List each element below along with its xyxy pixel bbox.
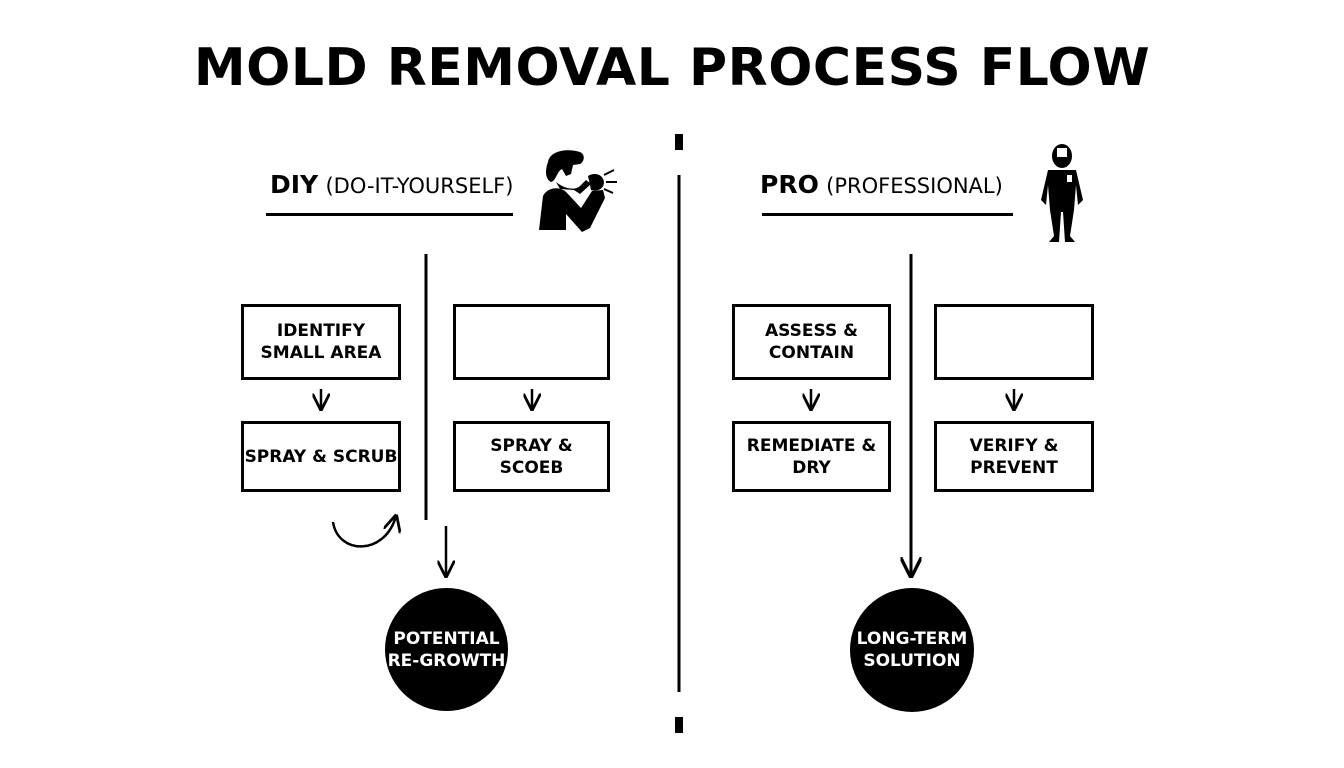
pro-heading: PRO (PROFESSIONAL) [760, 170, 1003, 199]
diy-step-identify: IDENTIFY SMALL AREA [241, 304, 401, 380]
pro-step-remediate-dry: REMEDIATE & DRY [732, 421, 891, 492]
diy-heading-underline [266, 213, 513, 216]
diy-step-spray-scrub: SPRAY & SCRUB [241, 421, 401, 492]
pro-heading-rest: (PROFESSIONAL) [826, 174, 1003, 198]
divider-top-cap [675, 134, 683, 150]
pro-outcome: LONG-TERM SOLUTION [850, 588, 974, 712]
diy-step-spray-scoeb: SPRAY & SCOEB [453, 421, 610, 492]
diy-heading: DIY (DO-IT-YOURSELF) [270, 170, 513, 199]
pro-step-verify-prevent: VERIFY & PREVENT [934, 421, 1094, 492]
diy-loop-arrow [331, 516, 396, 548]
page-title: MOLD REMOVAL PROCESS FLOW [193, 38, 1151, 98]
divider-bottom-cap [675, 717, 683, 733]
diy-step-blank [453, 304, 610, 380]
diy-heading-rest: (DO-IT-YOURSELF) [325, 174, 514, 198]
pro-heading-underline [762, 213, 1013, 216]
pro-heading-strong: PRO [760, 170, 819, 199]
diy-outcome: POTENTIAL RE-GROWTH [385, 588, 508, 711]
pro-step-assess-contain: ASSESS & CONTAIN [732, 304, 891, 380]
pro-step-blank [934, 304, 1094, 380]
diy-heading-strong: DIY [270, 170, 319, 199]
